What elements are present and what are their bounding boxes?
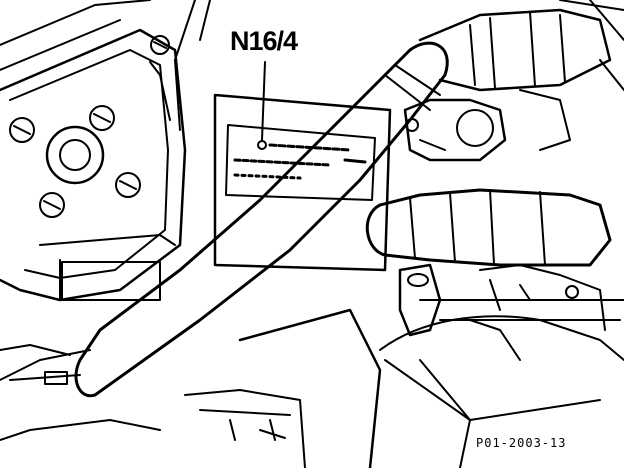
callout-label: N16/4 [230, 26, 298, 56]
air-duct-upper [420, 10, 610, 90]
lower-left-hardware [0, 345, 305, 468]
bracket-assembly [400, 265, 605, 360]
sensor-fitting [405, 90, 570, 160]
air-duct-lower [367, 190, 610, 265]
callout-leader-line [262, 62, 265, 140]
lower-plate [240, 310, 624, 468]
control-unit-n16-4 [215, 95, 390, 270]
figure-reference: P01-2003-13 [476, 436, 567, 450]
switch-module [0, 30, 185, 300]
